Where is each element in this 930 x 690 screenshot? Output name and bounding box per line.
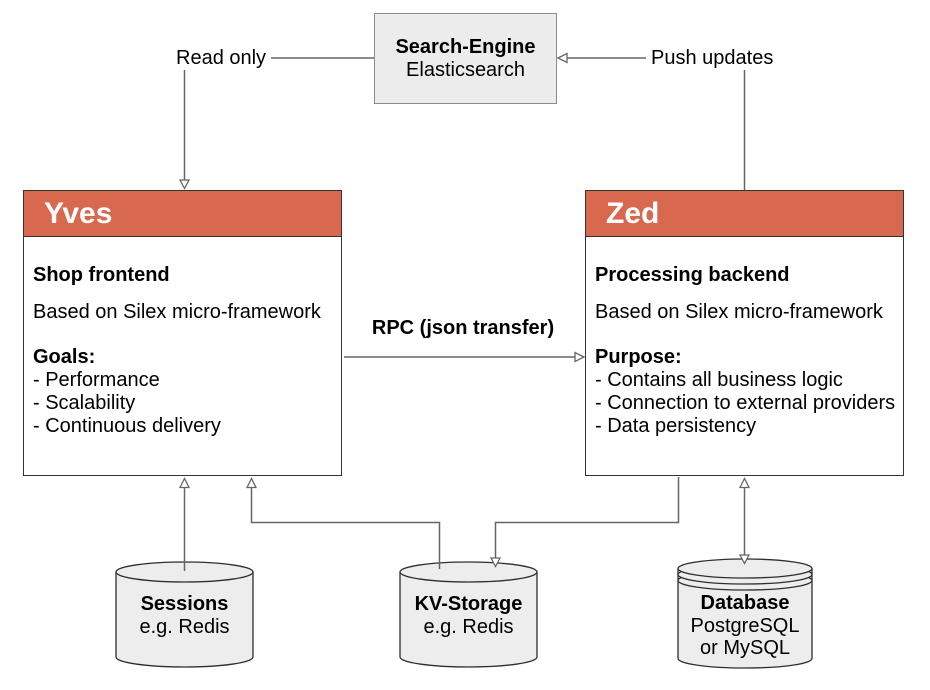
- kv-storage-cylinder: [399, 561, 538, 668]
- arrowhead-up-icon: [738, 477, 751, 489]
- arrowhead-left-icon: [556, 52, 568, 64]
- sessions-subtitle: e.g. Redis: [139, 615, 230, 638]
- database-store-label: Database PostgreSQL or MySQL: [678, 592, 812, 660]
- connector-zed-database: [738, 477, 751, 565]
- yves-body: Shop frontend Based on Silex micro-frame…: [24, 237, 341, 438]
- zed-body: Processing backend Based on Silex micro-…: [586, 237, 903, 438]
- arrowhead-down-icon: [178, 179, 191, 190]
- rpc-edge-label: RPC (json transfer): [371, 317, 555, 339]
- zed-list-item: - Connection to external providers: [595, 392, 896, 414]
- zed-list-heading: Purpose:: [595, 346, 682, 368]
- yves-role: Shop frontend: [33, 264, 170, 286]
- database-subtitle: PostgreSQL: [690, 614, 800, 637]
- connector-search-to-yves: [178, 57, 374, 190]
- zed-role: Processing backend: [595, 264, 790, 286]
- kv-storage-title: KV-Storage: [414, 593, 523, 615]
- yves-list-heading: Goals:: [33, 346, 96, 368]
- zed-list-item: - Contains all business logic: [595, 369, 843, 391]
- zed-node: Zed Processing backend Based on Silex mi…: [585, 190, 904, 476]
- yves-node: Yves Shop frontend Based on Silex micro-…: [23, 190, 342, 476]
- arrowhead-up-icon: [245, 477, 258, 489]
- connector-yves-to-zed: [344, 351, 586, 363]
- yves-framework: Based on Silex micro-framework: [33, 301, 321, 323]
- zed-list-item: - Data persistency: [595, 415, 757, 437]
- search-engine-node: Search-Engine Elasticsearch: [374, 13, 557, 104]
- zed-header: Zed: [586, 191, 903, 237]
- arrowhead-up-icon: [178, 477, 191, 489]
- read-only-edge-label: Read only: [171, 47, 272, 70]
- yves-list-item: - Performance: [33, 369, 160, 391]
- arrowhead-right-icon: [574, 351, 586, 363]
- connector-zed-to-kv: [489, 477, 680, 568]
- push-updates-edge-label: Push updates: [646, 47, 779, 70]
- database-cylinder: [677, 558, 813, 669]
- database-title: Database: [700, 592, 790, 614]
- yves-list-item: - Continuous delivery: [33, 415, 221, 437]
- arrowhead-down-icon: [738, 554, 751, 565]
- connector-sessions-to-yves: [178, 477, 191, 571]
- yves-title: Yves: [44, 196, 113, 230]
- search-engine-title: Search-Engine: [395, 35, 536, 58]
- arrowhead-down-icon: [489, 557, 502, 568]
- sessions-store-label: Sessions e.g. Redis: [116, 593, 253, 638]
- sessions-title: Sessions: [140, 593, 229, 615]
- zed-framework: Based on Silex micro-framework: [595, 301, 883, 323]
- connector-zed-to-search: [556, 52, 746, 190]
- kv-storage-subtitle: e.g. Redis: [423, 615, 514, 638]
- kv-storage-store-label: KV-Storage e.g. Redis: [400, 593, 537, 638]
- connector-kv-to-yves: [245, 477, 441, 569]
- yves-header: Yves: [24, 191, 341, 237]
- search-engine-subtitle: Elasticsearch: [406, 58, 525, 81]
- yves-list-item: - Scalability: [33, 392, 136, 414]
- database-subtitle2: or MySQL: [699, 637, 791, 659]
- zed-title: Zed: [606, 196, 660, 230]
